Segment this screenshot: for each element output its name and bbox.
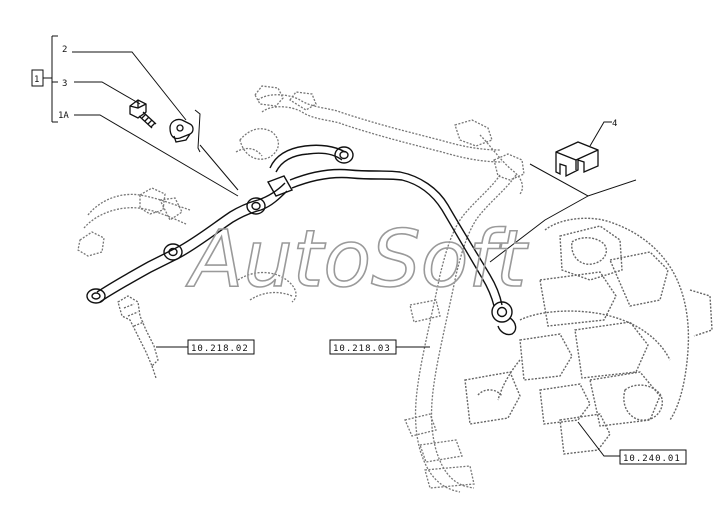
screw-item-3 bbox=[129, 99, 157, 129]
callout-4-leader bbox=[489, 121, 637, 263]
callout-group-number: 1 bbox=[34, 75, 39, 85]
callout-item-1a: 1A bbox=[58, 111, 69, 121]
reference-injector-label: 10.218.02 bbox=[191, 344, 249, 354]
callout-item-4: 4 bbox=[612, 119, 617, 129]
background-engine-harness bbox=[235, 85, 525, 276]
reference-injection-pump-leader bbox=[577, 421, 620, 457]
reference-leak-off-line-label: 10.218.03 bbox=[333, 344, 391, 354]
reference-injection-pump[interactable]: 10.240.01 bbox=[619, 449, 687, 465]
reference-injector[interactable]: 10.218.02 bbox=[187, 339, 255, 355]
callout-item-3: 3 bbox=[62, 79, 67, 89]
reference-leak-off-line[interactable]: 10.218.03 bbox=[329, 339, 397, 355]
reference-injection-pump-label: 10.240.01 bbox=[623, 454, 681, 464]
clip-item-2 bbox=[169, 118, 194, 143]
background-left-harness bbox=[77, 187, 297, 303]
leak-off-pipe-1a bbox=[86, 144, 517, 336]
callout-tree bbox=[31, 35, 239, 197]
background-return-pipes bbox=[404, 274, 475, 493]
background-injection-pump bbox=[464, 217, 713, 455]
clip-item-4 bbox=[555, 141, 599, 178]
watermark: AutoSoft bbox=[185, 215, 529, 305]
injector bbox=[117, 295, 159, 379]
callout-item-2: 2 bbox=[62, 45, 67, 55]
